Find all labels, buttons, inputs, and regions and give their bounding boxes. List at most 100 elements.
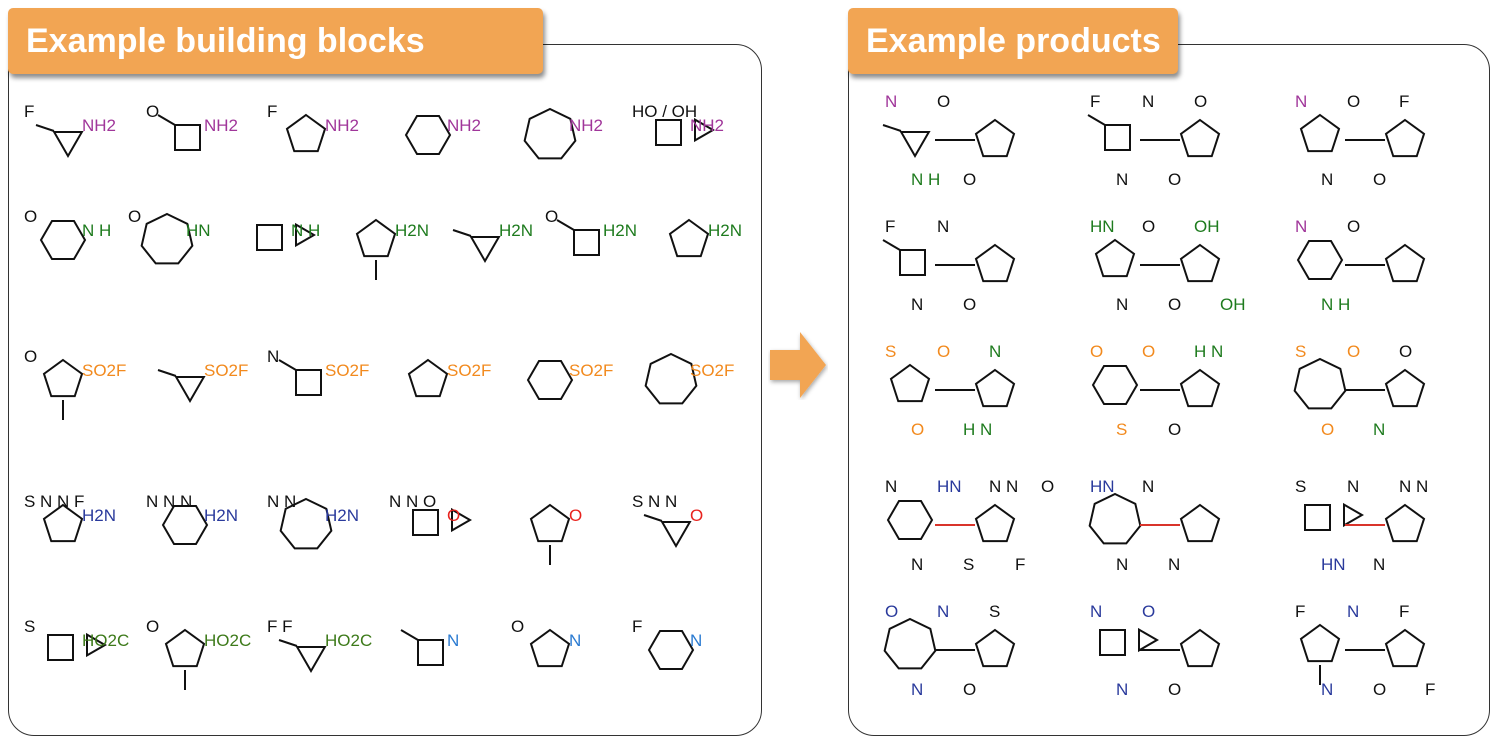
functional-group-label: NH2 bbox=[569, 116, 603, 135]
functional-group-label: O bbox=[690, 506, 703, 525]
bond bbox=[35, 124, 55, 132]
atom-label: N bbox=[911, 680, 923, 699]
atom-label: N bbox=[1321, 170, 1333, 189]
atom-label: O bbox=[1168, 295, 1181, 314]
atom-label: H N bbox=[1194, 342, 1223, 361]
substituent-label: N bbox=[267, 347, 279, 366]
functional-group-label: H2N bbox=[603, 221, 637, 240]
bond bbox=[882, 124, 902, 132]
functional-group-label: SO2F bbox=[82, 361, 126, 380]
functional-group-label: N H bbox=[82, 221, 111, 240]
pyrazole-ring bbox=[355, 218, 397, 258]
azepane-ring bbox=[644, 352, 698, 405]
atom-label: O bbox=[963, 680, 976, 699]
cyclobutane-ring bbox=[173, 124, 201, 151]
building-block-methylcyclobutyl-aldehyde: O bbox=[505, 475, 626, 600]
molecule-structure: N H bbox=[255, 221, 320, 251]
cyclopropane-ring bbox=[660, 521, 692, 548]
functional-group-label: N bbox=[690, 631, 702, 650]
bond bbox=[279, 639, 298, 647]
atom-label: OH bbox=[1194, 217, 1220, 236]
molecule-structure: H2N bbox=[452, 221, 533, 263]
molecule-structure: OS N N bbox=[632, 492, 704, 548]
building-block-spiro-cyclopentyl-amine: NH2 bbox=[383, 85, 504, 210]
cyclopropane-ring bbox=[174, 376, 206, 403]
atom-label: F bbox=[1399, 602, 1409, 621]
cyclopentane-ring bbox=[1094, 238, 1136, 278]
functional-group-label: NH2 bbox=[447, 116, 481, 135]
substituent-label: F bbox=[632, 617, 642, 636]
molecule-structure: NF bbox=[632, 617, 703, 671]
atom-label: S bbox=[885, 342, 896, 361]
functional-group-label: H2N bbox=[499, 221, 533, 240]
bond bbox=[882, 239, 901, 251]
atom-label: OH bbox=[1220, 295, 1246, 314]
cyclobutane-ring bbox=[655, 119, 683, 146]
functional-group-label: O bbox=[447, 506, 460, 525]
substituent-label: S N N bbox=[632, 492, 677, 511]
atom-label: N bbox=[1142, 92, 1154, 111]
heterocycle-ring bbox=[1179, 628, 1221, 668]
atom-label: O bbox=[1168, 680, 1181, 699]
cyclopropane-ring bbox=[86, 632, 108, 658]
cyclopentane-ring bbox=[286, 113, 327, 153]
functional-group-label: HO2C bbox=[204, 631, 251, 650]
products-title: Example products bbox=[848, 8, 1178, 74]
right-arrow-icon bbox=[770, 332, 826, 398]
atom-label: N bbox=[1116, 295, 1128, 314]
atom-label: N bbox=[1295, 92, 1307, 111]
atom-label: N N bbox=[1399, 477, 1428, 496]
cyclopropane-ring bbox=[469, 236, 501, 263]
atom-label: N bbox=[937, 217, 949, 236]
functional-group-label: O bbox=[569, 506, 582, 525]
atom-label: O bbox=[937, 342, 950, 361]
atom-label: N bbox=[1295, 217, 1307, 236]
pyrazole-ring bbox=[529, 503, 570, 543]
cyclopropane-ring bbox=[295, 646, 327, 673]
atom-label: F bbox=[1295, 602, 1305, 621]
atom-label: N bbox=[911, 555, 923, 574]
molecule-structure: SO2F bbox=[644, 352, 735, 405]
functional-group-label: H2N bbox=[82, 506, 116, 525]
functional-group-label: N bbox=[447, 631, 459, 650]
azepane-ring bbox=[140, 212, 194, 265]
heterocycle-ring bbox=[1179, 503, 1221, 543]
heterocycle-ring bbox=[1384, 628, 1426, 668]
functional-group-label: NH2 bbox=[82, 116, 116, 135]
cyclopentane-ring bbox=[42, 503, 84, 543]
functional-group-label: H2N bbox=[204, 506, 238, 525]
molecule-structure: H2N bbox=[668, 218, 742, 258]
functional-group-label: SO2F bbox=[690, 361, 734, 380]
cyclobutane-ring bbox=[255, 224, 283, 251]
functional-group-label: HO2C bbox=[325, 631, 372, 650]
functional-group-label: SO2F bbox=[325, 361, 369, 380]
cyclopropane-ring bbox=[294, 222, 316, 248]
substituent-label: O bbox=[545, 207, 558, 226]
substituent-label: N N bbox=[267, 492, 296, 511]
building-block-spiro-cyclobutyl-cyclopropylamine: NH2 bbox=[505, 85, 626, 210]
cyclobutane-ring bbox=[573, 229, 601, 256]
functional-group-label: N bbox=[569, 631, 581, 650]
atom-label: S bbox=[1295, 342, 1306, 361]
atom-label: O bbox=[1142, 342, 1155, 361]
